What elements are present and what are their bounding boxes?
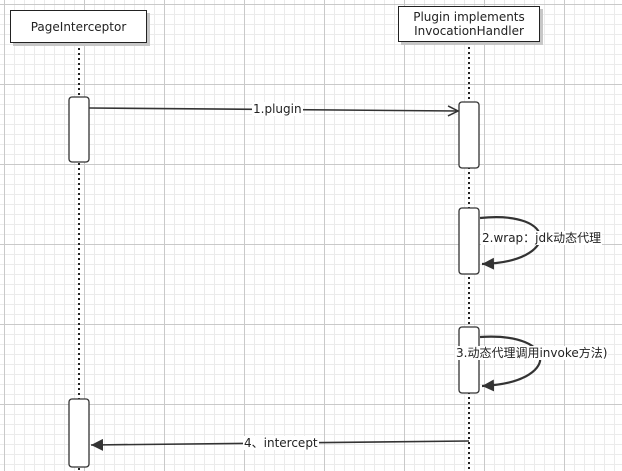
participant-a-line-1: PageInterceptor xyxy=(30,19,127,34)
message-4-label: 4、intercept xyxy=(243,436,319,450)
message-3-arrow xyxy=(479,335,542,392)
message-1-label: 1.plugin xyxy=(252,102,303,116)
message-3-label: 3.动态代理调用invoke方法) xyxy=(455,346,609,360)
participant-b-line-2: InvocationHandler xyxy=(414,24,524,38)
activation-b-2 xyxy=(458,207,480,275)
participant-b-line-1: Plugin implements xyxy=(413,10,525,24)
participant-page-interceptor: PageInterceptor xyxy=(10,10,147,43)
message-2-label: 2.wrap：jdk动态代理 xyxy=(481,231,603,245)
activation-a-1 xyxy=(68,96,90,163)
activation-b-3 xyxy=(458,326,480,394)
activation-b-1 xyxy=(458,101,480,169)
activation-a-2 xyxy=(68,398,90,468)
participant-plugin: Plugin implements InvocationHandler xyxy=(398,6,540,42)
